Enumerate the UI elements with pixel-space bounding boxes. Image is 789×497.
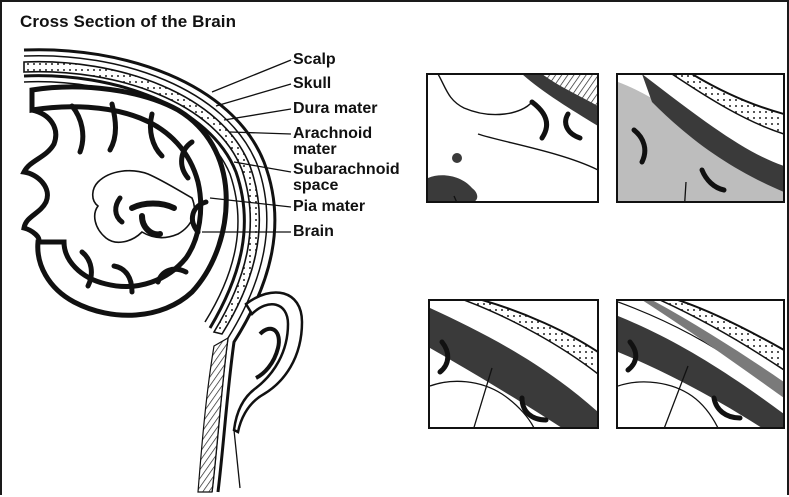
head-section: [24, 50, 302, 492]
inset-panel-4: [617, 300, 784, 434]
inset-panel-1: [427, 74, 598, 214]
inset-panel-3: [429, 300, 598, 434]
inset-panel-2: [617, 74, 784, 214]
